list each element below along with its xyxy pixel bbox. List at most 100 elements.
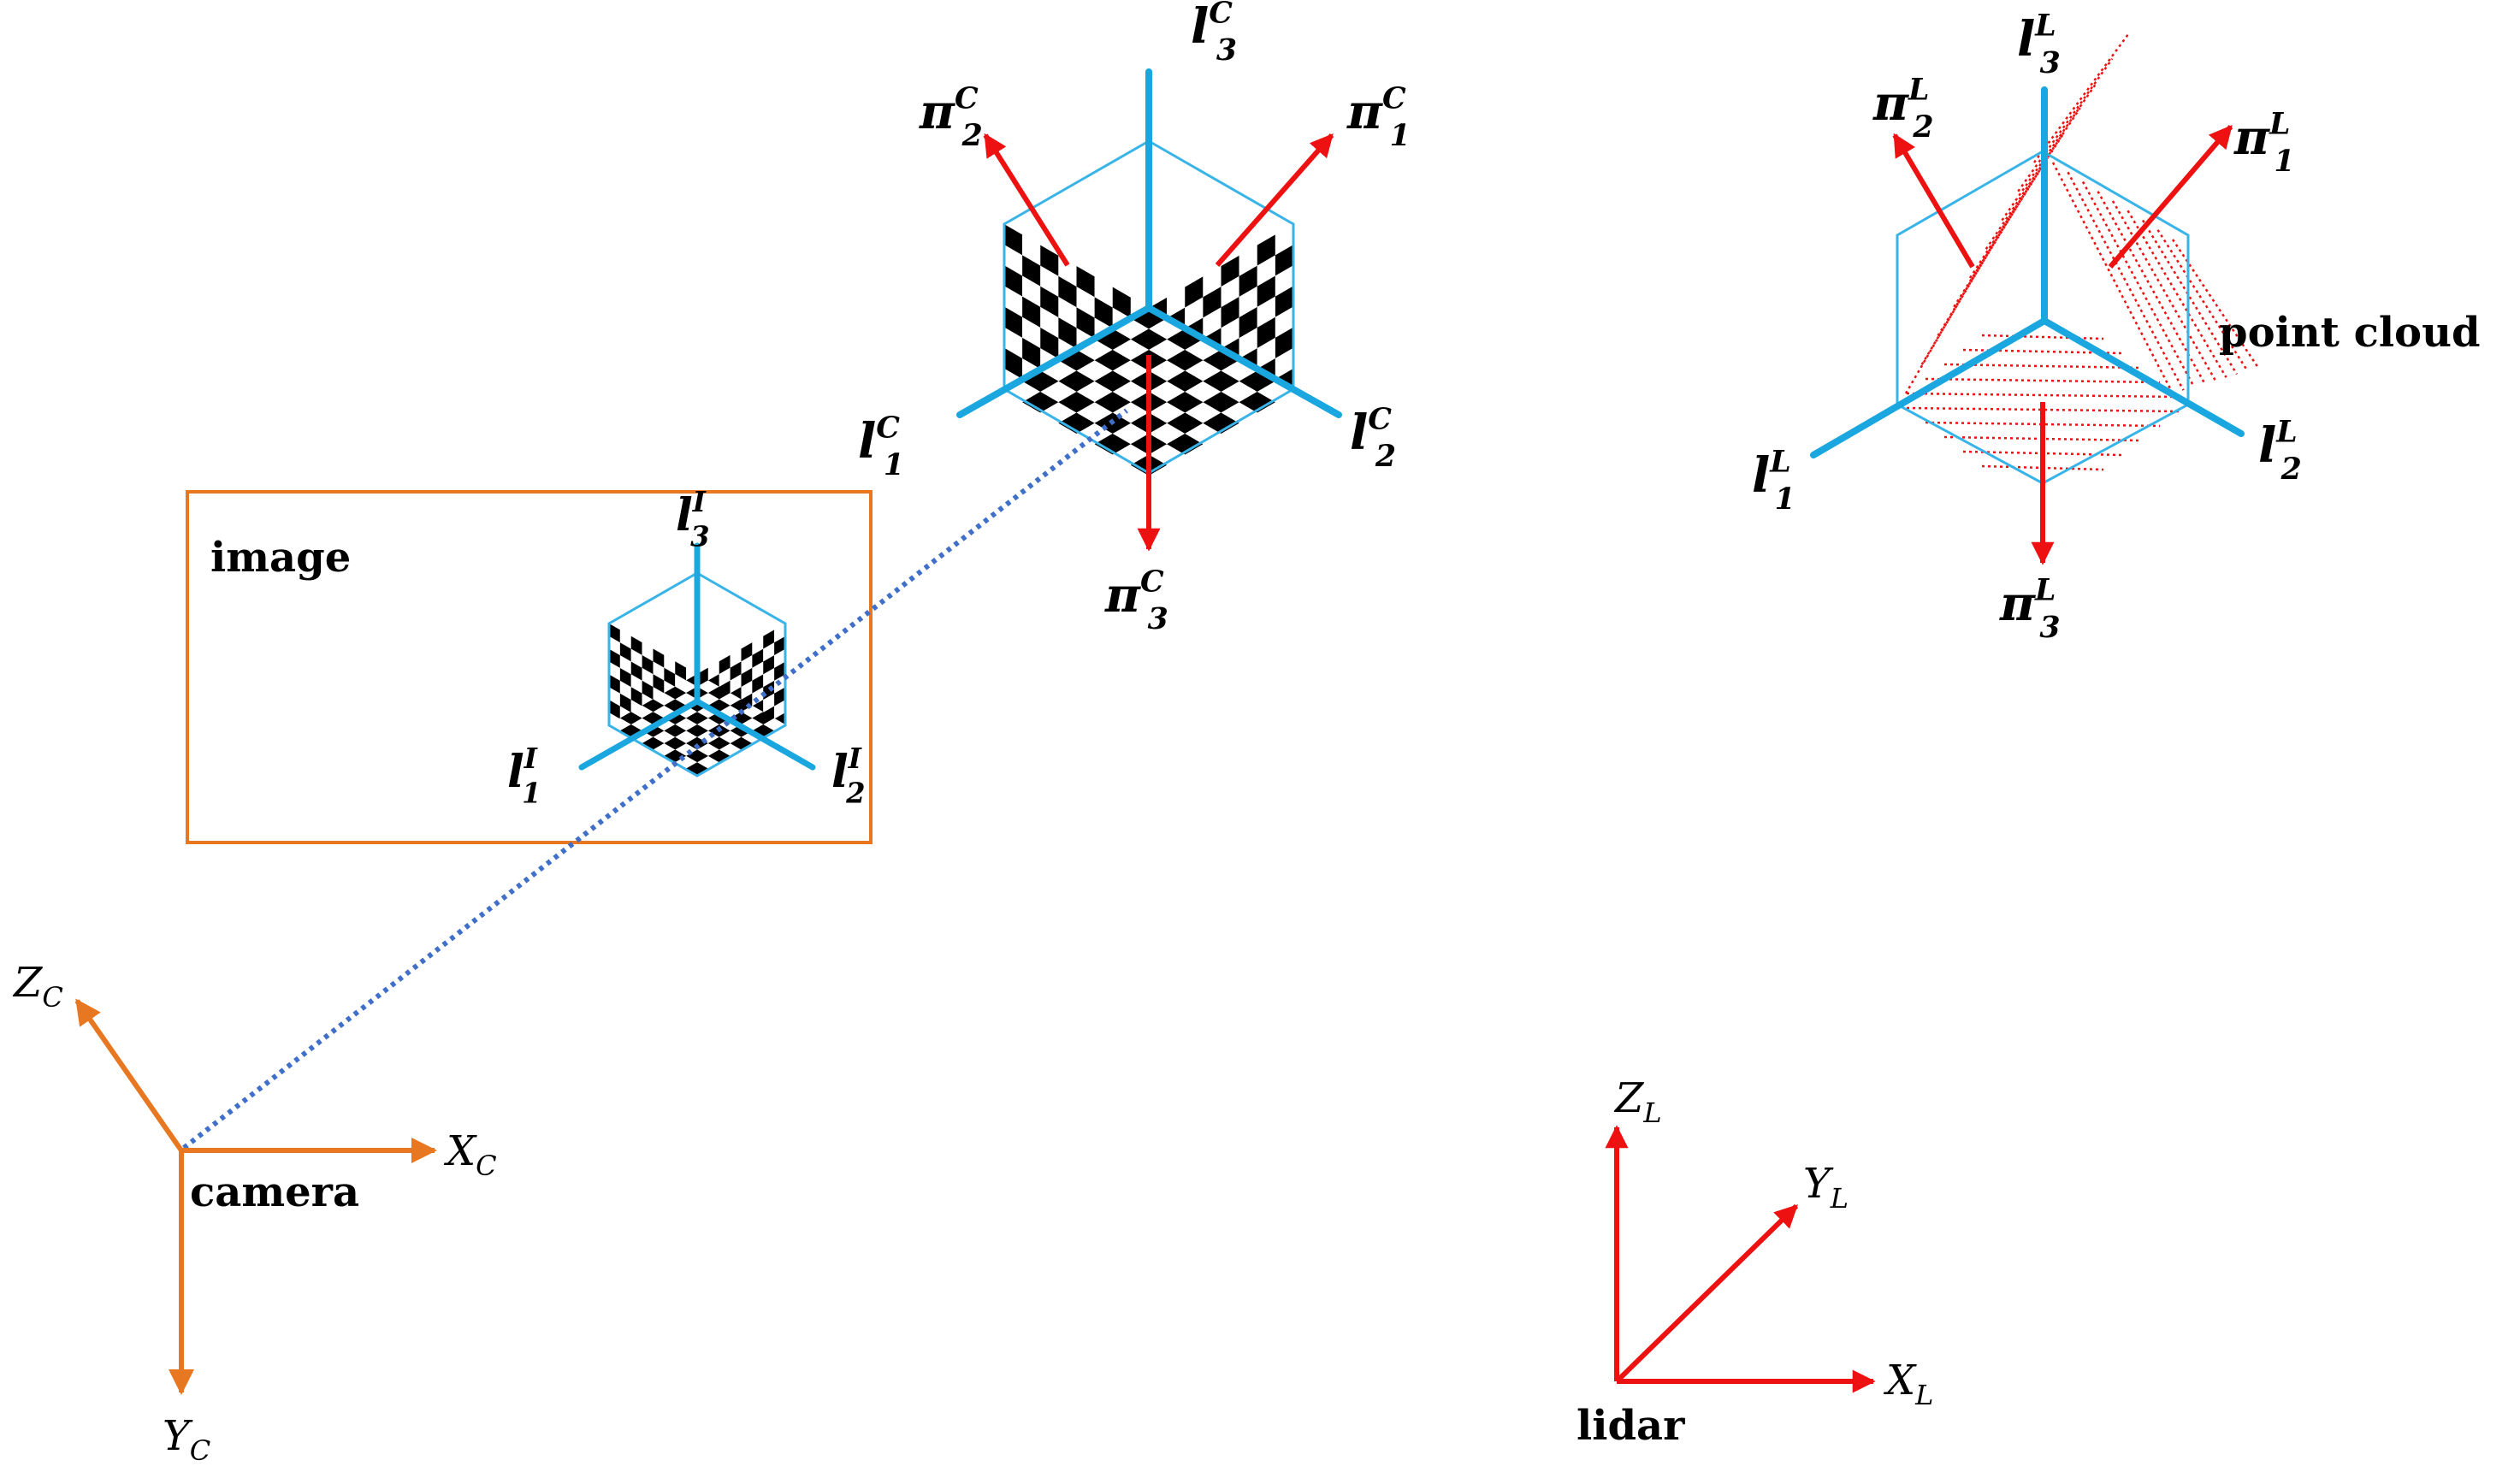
image-label: image bbox=[210, 534, 351, 582]
camera-right-wall-cell bbox=[1203, 266, 1222, 298]
camera-left-wall-cell bbox=[1040, 306, 1059, 339]
normal-pi1-c bbox=[1215, 133, 1334, 267]
camera-right-wall-cell bbox=[1275, 245, 1293, 276]
lidar-label: lidar bbox=[1576, 1402, 1685, 1450]
lidar-frame-axes bbox=[1605, 1125, 1876, 1393]
camera-left-wall-cell bbox=[1094, 297, 1113, 328]
label-lidar-z: ZL bbox=[1613, 1074, 1662, 1129]
camera-left-wall-cell bbox=[1040, 286, 1059, 318]
point-cloud-scanline bbox=[1943, 435, 2142, 442]
image-left-wall-cell bbox=[619, 693, 631, 712]
camera-right-wall-cell bbox=[1275, 224, 1293, 256]
lidar-point-cloud bbox=[1896, 33, 2260, 485]
normal-pi2-c bbox=[983, 133, 1070, 267]
image-right-wall-cell bbox=[730, 674, 742, 694]
image-left-wall-cell bbox=[630, 648, 642, 668]
camera-left-wall-cell bbox=[1004, 306, 1023, 338]
point-cloud-scanline bbox=[2097, 191, 2206, 385]
camera-right-wall-cell bbox=[1257, 234, 1275, 266]
camera-right-wall-cell bbox=[1239, 306, 1257, 339]
image-right-wall-cell bbox=[763, 655, 775, 675]
image-right-wall-cell bbox=[707, 661, 719, 681]
image-left-wall-cell bbox=[664, 654, 676, 675]
image-right-wall-cell bbox=[763, 630, 775, 649]
point-cloud-label: point cloud bbox=[2219, 309, 2481, 357]
image-right-wall-cell bbox=[774, 648, 785, 668]
point-cloud-scanline bbox=[2032, 33, 2130, 163]
image-right-wall-cell bbox=[719, 667, 731, 687]
label-camera-x: XC bbox=[443, 1127, 497, 1182]
image-left-wall-cell bbox=[642, 655, 654, 675]
image-cube-lines bbox=[578, 542, 816, 771]
camera-right-wall-cell bbox=[1239, 328, 1257, 359]
image-right-wall-cell bbox=[741, 642, 753, 662]
image-right-wall-cell bbox=[774, 687, 785, 706]
lidar-plane-normals bbox=[1892, 124, 2233, 565]
image-right-wall-cell bbox=[763, 642, 775, 662]
normal-pi2-l bbox=[1892, 133, 1975, 269]
point-cloud-scanline bbox=[2127, 210, 2227, 378]
projection-ray bbox=[182, 408, 1128, 1150]
image-left-wall-cell bbox=[630, 687, 642, 706]
camera-left-wall-cell bbox=[1058, 275, 1077, 308]
camera-right-wall-cell bbox=[1221, 317, 1239, 349]
image-right-wall-cell bbox=[730, 648, 742, 668]
camera-left-wall-cell bbox=[1004, 224, 1023, 256]
image-right-wall-cell bbox=[741, 667, 753, 688]
image-right-wall-cell bbox=[752, 648, 764, 668]
label-lidar-y: YL bbox=[1803, 1160, 1849, 1215]
camera-left-wall-cell bbox=[1040, 245, 1059, 276]
image-left-wall-cell bbox=[609, 687, 620, 706]
camera-frame-axes bbox=[74, 998, 437, 1395]
camera-left-wall-cell bbox=[1022, 316, 1041, 349]
image-right-wall-cell bbox=[763, 668, 775, 688]
camera-right-wall-cell bbox=[1239, 265, 1257, 297]
point-cloud-scanline bbox=[1906, 392, 2180, 399]
point-cloud-scanline bbox=[2001, 82, 2097, 222]
point-cloud-scanline bbox=[2051, 162, 2174, 394]
image-left-wall-cell bbox=[664, 667, 676, 687]
point-cloud-scanline bbox=[2017, 58, 2114, 192]
image-left-wall-cell bbox=[619, 642, 631, 662]
camera-right-wall-cell bbox=[1203, 287, 1222, 318]
camera-left-wall-cell bbox=[1022, 296, 1041, 328]
camera-cube-lines bbox=[956, 68, 1342, 418]
image-left-wall-cell bbox=[675, 661, 687, 681]
lidar-cloud-lines bbox=[1810, 86, 2245, 458]
camera-left-wall-cell bbox=[1076, 266, 1095, 298]
image-right-wall-cell bbox=[719, 654, 731, 675]
image-right-wall-cell bbox=[730, 661, 742, 681]
camera-right-wall-cell bbox=[1275, 306, 1293, 338]
normal-pi1-l bbox=[2108, 124, 2233, 269]
image-right-wall-cell bbox=[774, 661, 785, 681]
image-left-wall-cell bbox=[642, 642, 654, 662]
image-right-wall-cell bbox=[763, 693, 775, 712]
camera-left-wall-cell bbox=[1094, 276, 1113, 308]
image-left-wall-cell bbox=[630, 636, 642, 655]
camera-right-wall-cell bbox=[1275, 347, 1293, 380]
camera-right-wall-cell bbox=[1185, 297, 1204, 328]
image-left-wall-cell bbox=[619, 680, 631, 701]
image-left-wall-cell bbox=[619, 655, 631, 675]
image-left-wall-cell bbox=[609, 648, 620, 668]
camera-left-wall-cell bbox=[1058, 317, 1077, 349]
point-cloud-scanline bbox=[2067, 171, 2185, 391]
image-right-wall-cell bbox=[741, 680, 753, 700]
image-right-wall-cell bbox=[752, 674, 764, 694]
camera-z-axis bbox=[74, 998, 184, 1152]
label-camera-y: YC bbox=[163, 1412, 210, 1467]
camera-left-wall-cell bbox=[1058, 255, 1077, 287]
image-left-wall-cell bbox=[642, 667, 654, 688]
camera-right-wall-cell bbox=[1257, 316, 1275, 349]
camera-left-wall-cell bbox=[1112, 287, 1131, 318]
camera-left-wall-cell bbox=[1076, 307, 1095, 339]
camera-left-wall-cell bbox=[1040, 328, 1059, 359]
